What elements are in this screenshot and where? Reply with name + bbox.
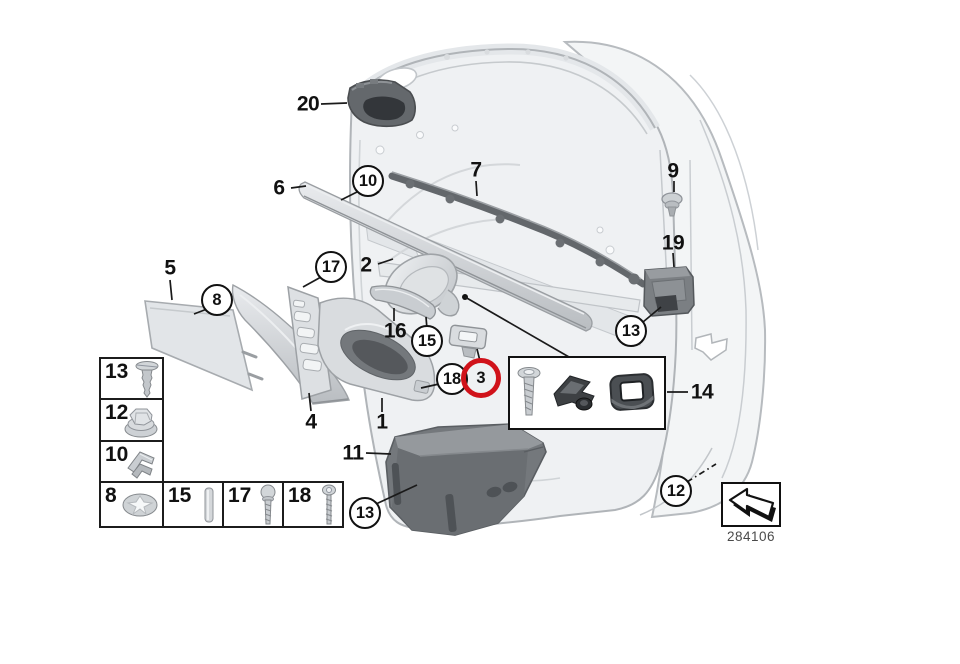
part-callout-label: 6 <box>273 176 285 200</box>
fastener-label: 13 <box>105 360 129 383</box>
spring-clip-icon <box>127 450 155 479</box>
fastener-label: 17 <box>228 484 252 507</box>
part-callout[interactable]: 7 <box>470 158 482 182</box>
part-callout-label: 14 <box>690 380 714 404</box>
part-callout-label: 1 <box>376 410 388 434</box>
part-7-gasket-strip-art <box>388 171 647 288</box>
part-callout[interactable]: 4 <box>305 410 317 434</box>
part-9-clip-art <box>661 192 683 217</box>
part-callout[interactable]: 8 <box>201 284 233 316</box>
part-callout-label: 17 <box>321 257 341 276</box>
cap-nut-icon <box>124 408 158 438</box>
fastener-label: 8 <box>105 484 117 507</box>
fastener-label: 10 <box>105 443 129 466</box>
part-16-handle-trim-art <box>369 285 437 320</box>
drawing-code: 284106 <box>726 529 776 544</box>
kit-screw-icon <box>517 367 541 416</box>
part-callout[interactable]: 2 <box>360 253 372 277</box>
part-1-switch-carrier-art <box>317 297 436 402</box>
part-callout[interactable]: 14 <box>690 380 714 404</box>
fastener-cell-15[interactable]: 15 <box>162 481 224 528</box>
part-callout-label: 16 <box>383 319 407 343</box>
fastener-cell-18[interactable]: 18 <box>282 481 344 528</box>
part-callout[interactable]: 9 <box>667 159 679 183</box>
kit-grommet-icon <box>609 373 655 411</box>
leader-lines <box>169 102 717 505</box>
front-direction-arrow-icon <box>728 487 776 522</box>
fastener-cell-8[interactable]: 8 <box>99 481 164 528</box>
part-callout-label: 8 <box>212 290 222 309</box>
part-callout[interactable]: 6 <box>273 176 285 200</box>
part-3-bezel-art <box>448 324 488 359</box>
part-callout[interactable]: 10 <box>352 165 384 197</box>
fastener-cell-13[interactable]: 13 <box>99 357 164 400</box>
fastener-kit-box <box>508 356 666 430</box>
part-callout[interactable]: 3 <box>461 358 501 398</box>
part-callout-label: 9 <box>667 159 679 183</box>
part-callout[interactable]: 15 <box>411 325 443 357</box>
part-19-pocket-art <box>643 266 695 317</box>
part-callout[interactable]: 1 <box>376 410 388 434</box>
fastener-cell-10[interactable]: 10 <box>99 440 164 483</box>
kit-bracket-icon <box>553 375 595 411</box>
part-callout[interactable]: 17 <box>315 251 347 283</box>
part-callout-label: 10 <box>358 171 378 190</box>
expanding-rivet-icon <box>135 360 159 398</box>
part-callout[interactable]: 20 <box>296 92 320 116</box>
part-callout-label: 7 <box>470 158 482 182</box>
part-callout[interactable]: 11 <box>342 441 364 465</box>
part-callout-label: 13 <box>621 321 641 340</box>
part-callout[interactable]: 12 <box>660 475 692 507</box>
part-callout-label: 4 <box>305 410 317 434</box>
part-11-map-pocket-art <box>385 423 547 536</box>
fastener-label: 12 <box>105 401 129 424</box>
part-callout-label: 11 <box>342 441 364 465</box>
part-callout-label: 19 <box>661 231 685 255</box>
fastener-table: 13 12 10 8 15 <box>99 357 345 528</box>
part-callout-label: 20 <box>296 92 320 116</box>
fastener-cell-17[interactable]: 17 <box>222 481 284 528</box>
fastener-label: 15 <box>168 484 192 507</box>
screw-icon <box>260 484 276 524</box>
part-callout[interactable]: 13 <box>349 497 381 529</box>
part-callout[interactable]: 16 <box>383 319 407 343</box>
part-callout-label: 2 <box>360 253 372 277</box>
fastener-cell-12[interactable]: 12 <box>99 398 164 442</box>
fastener-label: 18 <box>288 484 312 507</box>
part-callout-label: 15 <box>417 331 437 350</box>
part-callout[interactable]: 19 <box>661 231 685 255</box>
part-20-grab-handle-art <box>347 79 416 128</box>
part-callout[interactable]: 13 <box>615 315 647 347</box>
part-callout-label: 5 <box>164 256 176 280</box>
orientation-arrow-box <box>721 482 781 527</box>
part-callout-label: 3 <box>476 368 486 387</box>
dowel-pin-icon <box>204 487 214 522</box>
star-clip-icon <box>122 493 158 516</box>
long-screw-icon <box>322 484 336 524</box>
part-callout-label: 12 <box>666 481 686 500</box>
part-callout-label: 13 <box>355 503 375 522</box>
part-callout-label: 18 <box>442 369 462 388</box>
part-callout[interactable]: 5 <box>164 256 176 280</box>
